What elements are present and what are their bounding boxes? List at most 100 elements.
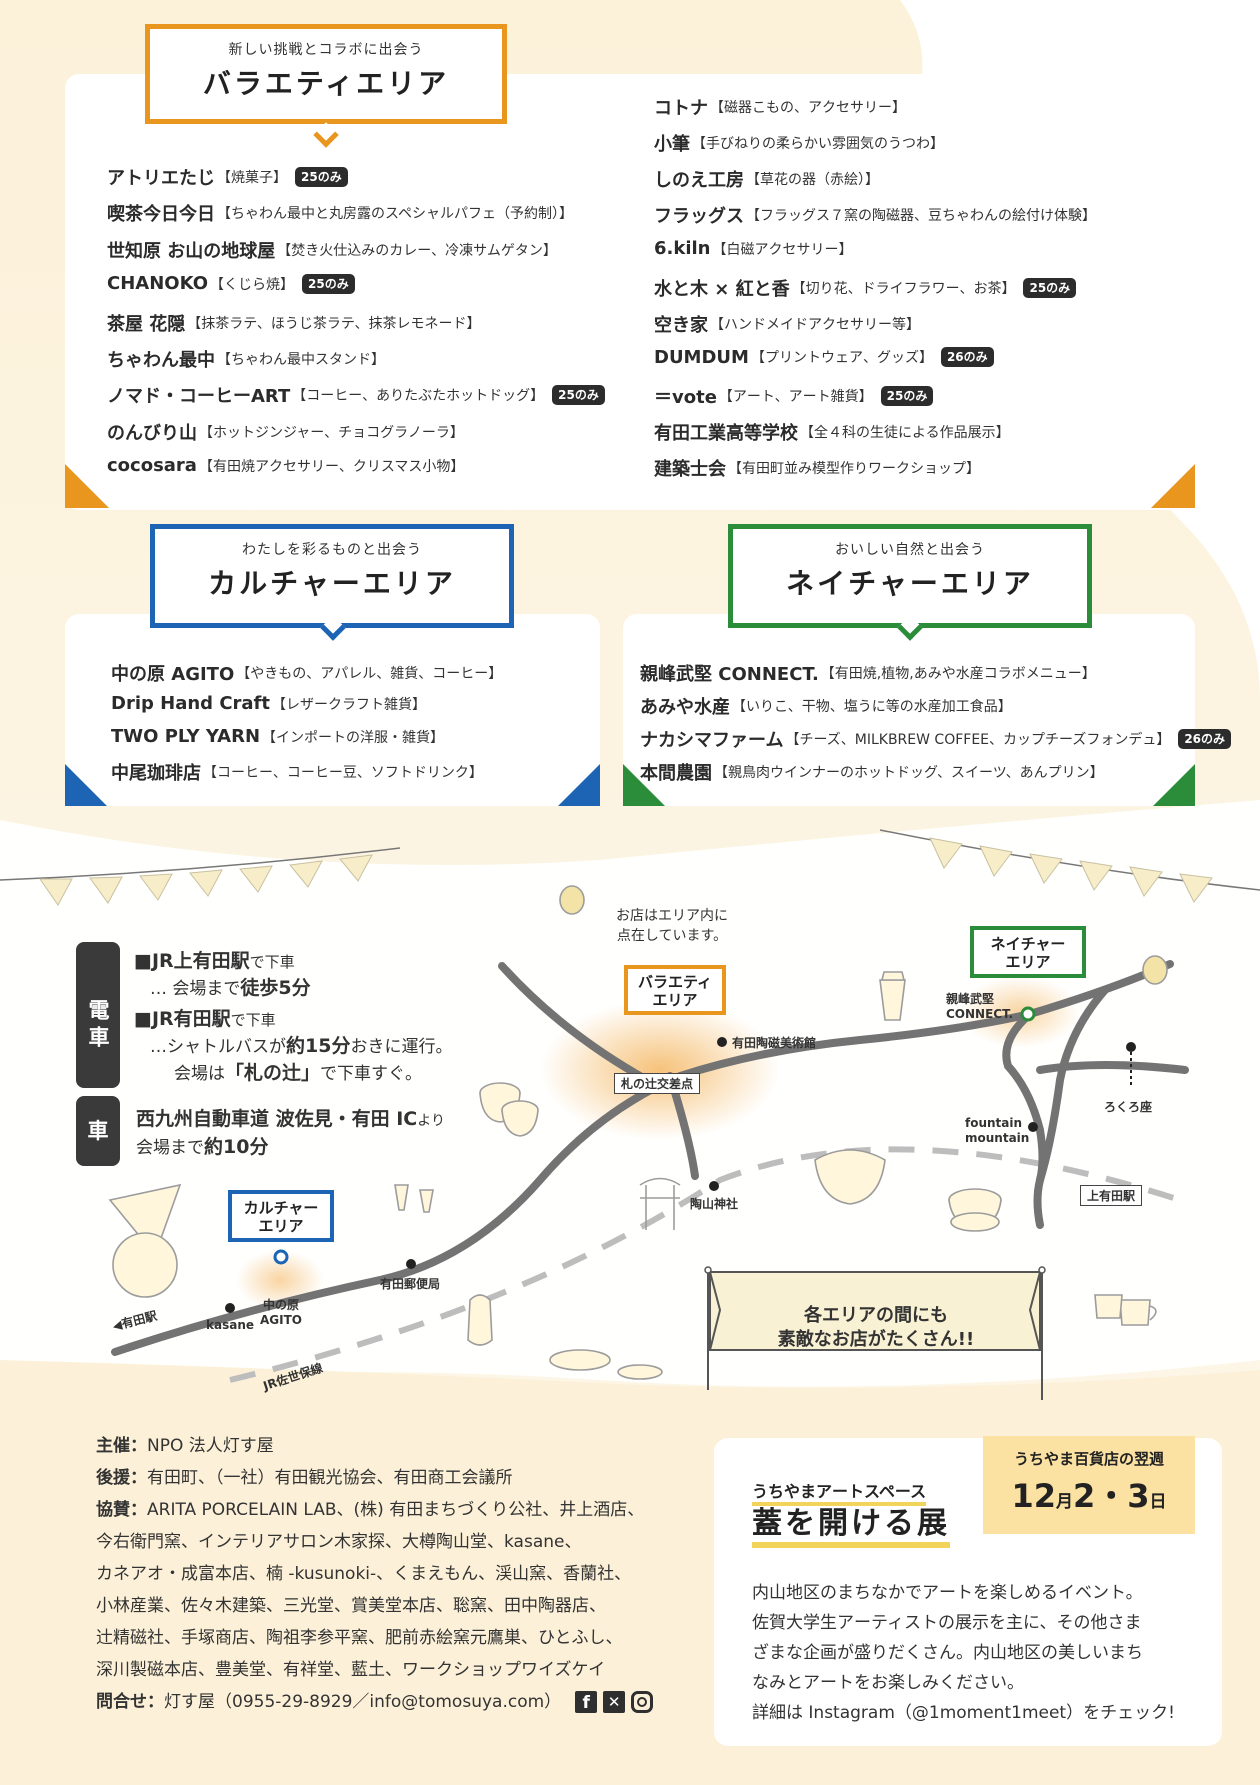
shop-item: CHANOKO【くじら焼】25のみ — [107, 273, 355, 294]
shop-item: あみや水産【いりこ、干物、塩うに等の水産加工食品】 — [640, 693, 1012, 719]
shop-name: あみや水産 — [640, 697, 730, 718]
access-train-text: ■JR上有田駅で下車 … 会場まで徒歩5分 ■JR有田駅で下車 …シャトルバスが… — [134, 948, 452, 1087]
shop-item: のんびり山【ホットジンジャー、チョコグラノーラ】 — [107, 419, 464, 445]
access-line3-suffix: で下車 — [230, 1011, 276, 1029]
area-map — [108, 885, 1189, 1400]
event-date-days: 2・3 — [1072, 1477, 1150, 1515]
nature-card — [623, 614, 1195, 806]
credit-sponsor-line: ARITA PORCELAIN LAB、(株) 有田まちづくり公社、井上酒店、 — [147, 1500, 645, 1520]
access-car-line1: 西九州自動車道 波佐見・有田 ICより — [136, 1106, 445, 1134]
access-car2-time: 約10分 — [204, 1136, 269, 1158]
nature-title: ネイチャーエリア — [786, 567, 1034, 600]
shop-item: 建築士会【有田町並み模型作りワークショップ】 — [654, 455, 980, 481]
culture-corner-right — [558, 764, 600, 806]
access-line4-interval: 約15分 — [286, 1035, 351, 1057]
shop-name: 水と木 × 紅と香 — [654, 278, 790, 300]
shop-name: ナカシマファーム — [640, 730, 784, 751]
shop-name: 中の原 AGITO — [111, 664, 235, 685]
shop-item: cocosara【有田焼アクセサリー、クリスマス小物】 — [107, 455, 464, 476]
map-culture-label-2: エリア — [258, 1217, 304, 1235]
shop-item: DUMDUM【プリントウェア、グッズ】26のみ — [654, 347, 994, 368]
shop-name: アトリエたじ — [107, 168, 215, 189]
shop-description: 【全４科の生徒による作品展示】 — [800, 424, 1010, 441]
credit-support-label: 後援： — [96, 1468, 147, 1488]
credit-contact: 問合せ：灯す屋（0955-29-8929／info@tomosuya.com） … — [96, 1686, 654, 1718]
shop-description: 【磁器こもの、アクセサリー】 — [710, 100, 906, 116]
shop-description: 【切り花、ドライフラワー、お茶】 — [791, 280, 1016, 297]
map-crossing: 札の辻交差点 — [614, 1073, 701, 1094]
culture-corner-left — [65, 764, 107, 806]
shop-description: 【有田焼アクセサリー、クリスマス小物】 — [198, 458, 465, 475]
shop-description: 【インポートの洋服・雑貨】 — [262, 729, 445, 746]
shop-name: のんびり山 — [107, 422, 197, 444]
instagram-icon[interactable] — [631, 1691, 654, 1713]
map-connect-1: 親峰武堅 — [946, 992, 995, 1006]
event-description: 内山地区のまちなかでアートを楽しめるイベント。 佐賀大学生アーティストの展示を主… — [752, 1578, 1175, 1728]
access-line1: ■JR上有田駅で下車 — [134, 948, 452, 975]
shop-description: 【フラッグス７窯の陶磁器、豆ちゃわんの絵付け体験】 — [746, 208, 1096, 225]
variety-title-box: 新しい挑戦とコラボに出会う バラエティエリア — [145, 24, 507, 124]
shop-description: 【有田焼,植物,あみや水産コラボメニュー】 — [820, 666, 1096, 682]
map-variety-label-1: バラエティ — [637, 973, 713, 991]
shop-description: 【ホットジンジャー、チョコグラノーラ】 — [199, 424, 464, 441]
culture-title-box: わたしを彩るものと出会う カルチャーエリア — [150, 524, 514, 628]
credit-support-value: 有田町、（一社）有田観光協会、有田商工会議所 — [147, 1468, 513, 1488]
shop-description: 【コーヒー、ありたぶたホットドッグ】 — [292, 388, 545, 405]
access-line5-stop: 「札の辻」 — [225, 1062, 321, 1084]
access-line3-station: ■JR有田駅 — [134, 1008, 231, 1030]
access-line2: … 会場まで徒歩5分 — [134, 975, 452, 1002]
shop-description: 【焼菓子】 — [217, 170, 287, 186]
shop-name: 親峰武堅 CONNECT. — [640, 664, 819, 685]
shop-item: 本間農園【親鳥肉ウインナーのホットドッグ、スイーツ、あんプリン】 — [640, 759, 1104, 785]
x-icon[interactable]: ✕ — [603, 1691, 626, 1713]
event-date-day-unit: 日 — [1149, 1492, 1167, 1512]
shop-name: 世知原 お山の地球屋 — [107, 240, 276, 262]
event-date-box: うちやま百貨店の翌週 12月2・3日 — [983, 1436, 1195, 1534]
shop-description: 【くじら焼】 — [210, 276, 295, 293]
map-fountain-1: fountain — [965, 1116, 1023, 1130]
shop-name: コトナ — [654, 98, 708, 119]
shop-description: 【草花の器（赤絵）】 — [746, 172, 879, 189]
event-title: 蓋を開ける展 — [752, 1506, 950, 1548]
shop-description: 【プリントウェア、グッズ】 — [750, 350, 933, 367]
shop-item: 小筆【手びねりの柔らかい雰囲気のうつわ】 — [654, 130, 944, 156]
map-note-line1: お店はエリア内に — [616, 908, 728, 924]
shop-name: フラッグス — [654, 206, 744, 228]
map-fountain-2: mountain — [965, 1131, 1030, 1145]
access-line5-pre: 会場は — [174, 1064, 225, 1084]
nature-corner-right — [1153, 764, 1195, 806]
date-only-badge: 26のみ — [940, 347, 994, 368]
map-connect: 親峰武堅 CONNECT. — [946, 992, 1013, 1022]
map-note-line2: 点在しています。 — [616, 928, 728, 944]
shop-description: 【やきもの、アパレル、雑貨、コーヒー】 — [236, 666, 503, 682]
variety-corner-right — [1151, 464, 1195, 508]
date-only-badge: 25のみ — [302, 273, 355, 294]
variety-title: バラエティエリア — [202, 67, 450, 100]
date-only-badge: 25のみ — [552, 385, 605, 406]
credit-contact-value: 灯す屋（0955-29-8929／info@tomosuya.com） — [164, 1692, 562, 1712]
map-banner-line2: 素敵なお店がたくさん!! — [777, 1329, 975, 1350]
shop-description: 【抹茶ラテ、ほうじ茶ラテ、抹茶レモネード】 — [187, 315, 481, 332]
access-line1-station: ■JR上有田駅 — [134, 950, 250, 972]
credit-host: 主催：NPO 法人灯す屋 — [96, 1430, 653, 1462]
shop-name: 小筆 — [654, 134, 690, 156]
shop-name: ちゃわん最中 — [107, 350, 215, 371]
date-only-badge: 25のみ — [295, 167, 348, 187]
access-line5-post: で下車すぐ。 — [320, 1064, 423, 1084]
map-shrine: 陶山神社 — [690, 1197, 739, 1211]
date-only-badge: 25のみ — [1023, 277, 1077, 298]
event-date-month-unit: 月 — [1055, 1492, 1073, 1512]
shop-description: 【アート、アート雑貨】 — [718, 388, 873, 405]
event-desc-line: 詳細は Instagram（@1moment1meet）をチェック! — [752, 1703, 1175, 1723]
shop-item: 有田工業高等学校【全４科の生徒による作品展示】 — [654, 419, 1010, 445]
shop-item: Drip Hand Craft【レザークラフト雑貨】 — [111, 693, 426, 714]
culture-title: カルチャーエリア — [208, 567, 456, 600]
shop-name: 建築士会 — [654, 459, 726, 480]
map-nature-label-1: ネイチャー — [990, 935, 1066, 953]
shop-description: 【親鳥肉ウインナーのホットドッグ、スイーツ、あんプリン】 — [714, 765, 1104, 781]
map-culture-label-1: カルチャー — [243, 1199, 319, 1217]
shop-description: 【手びねりの柔らかい雰囲気のうつわ】 — [692, 136, 944, 153]
access-car-line2: 会場まで約10分 — [136, 1134, 445, 1161]
shop-item: 中の原 AGITO【やきもの、アパレル、雑貨、コーヒー】 — [111, 660, 502, 686]
facebook-icon[interactable]: f — [575, 1691, 598, 1713]
